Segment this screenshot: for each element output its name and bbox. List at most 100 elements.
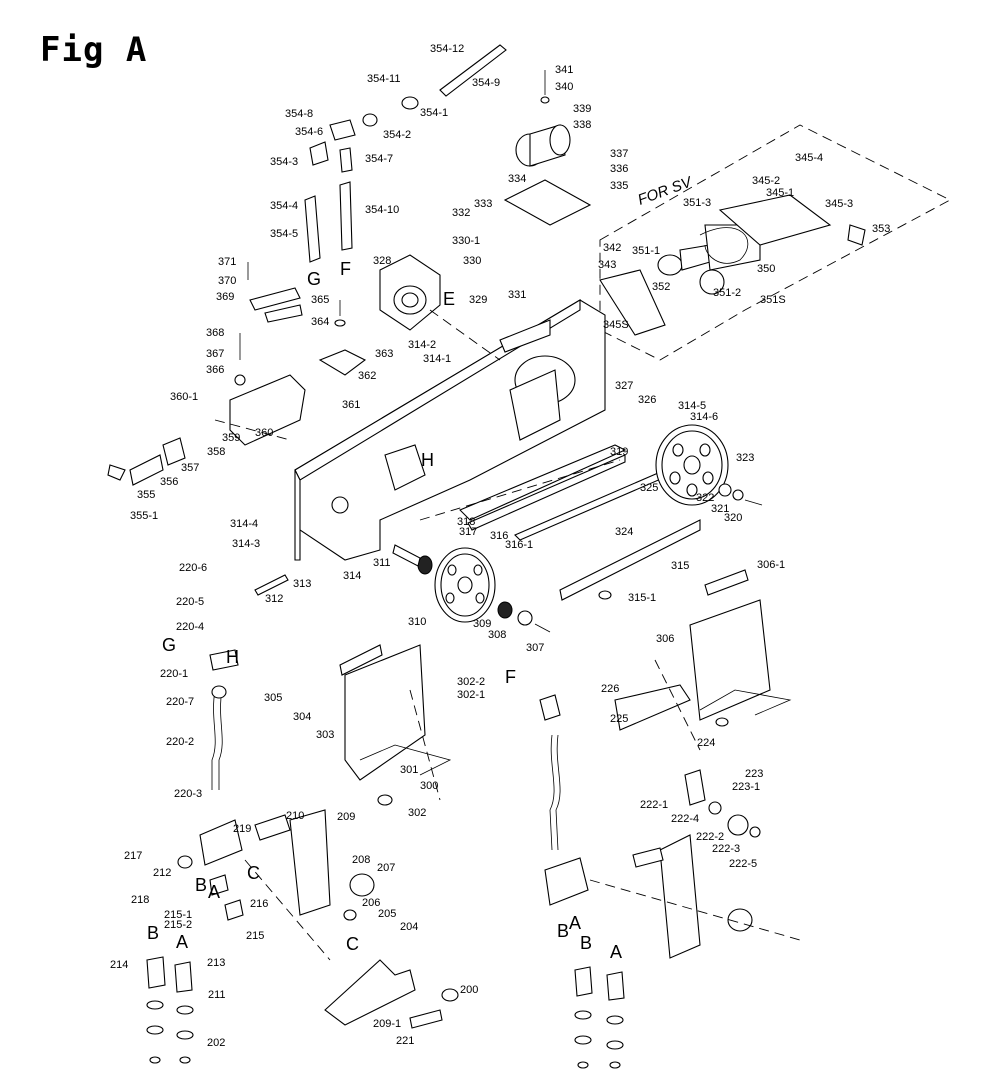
connection-letter-A-7: A (208, 882, 220, 902)
connection-letters: G F E H H G F A B C B A C B A B A (147, 259, 622, 962)
part-label-327: 327 (615, 380, 633, 392)
block-360 (229, 374, 306, 446)
part-label-306-1: 306-1 (757, 559, 785, 571)
part-label-332: 332 (452, 207, 470, 219)
part-label-351S: 351S (760, 294, 786, 306)
part-label-314-3: 314-3 (232, 538, 260, 550)
part-label-204: 204 (400, 921, 418, 933)
part-label-352: 352 (652, 281, 670, 293)
part-label-220-6: 220-6 (179, 562, 207, 574)
for-sv-boundary (599, 124, 951, 361)
part-label-354-3: 354-3 (270, 156, 298, 168)
connection-letter-G-5: G (162, 635, 176, 655)
part-label-364: 364 (311, 316, 329, 328)
part-label-308: 308 (488, 629, 506, 641)
part-label-330-1: 330-1 (452, 235, 480, 247)
part-label-331: 331 (508, 289, 526, 301)
plate-353 (847, 224, 866, 246)
part-label-221: 221 (396, 1035, 414, 1047)
part-label-345-1: 345-1 (766, 187, 794, 199)
part-label-213: 213 (207, 957, 225, 969)
part-label-306: 306 (656, 633, 674, 645)
part-label-353: 353 (872, 223, 890, 235)
part-label-218: 218 (131, 894, 149, 906)
part-label-209-1: 209-1 (373, 1018, 401, 1030)
part-label-220-5: 220-5 (176, 596, 204, 608)
part-label-320: 320 (724, 512, 742, 524)
part-label-220-1: 220-1 (160, 668, 188, 680)
part-label-216: 216 (250, 898, 268, 910)
part-label-317: 317 (459, 526, 477, 538)
bracket-345S (599, 269, 666, 336)
part-label-321: 321 (711, 503, 729, 515)
part-label-350: 350 (757, 263, 775, 275)
part-label-351-2: 351-2 (713, 287, 741, 299)
part-label-345-2: 345-2 (752, 175, 780, 187)
part-label-215: 215 (246, 930, 264, 942)
part-label-303: 303 (316, 729, 334, 741)
connection-letter-C-9: C (247, 863, 260, 883)
connection-letter-G-0: G (307, 269, 321, 289)
connection-letter-B-15: B (580, 933, 592, 953)
part-label-208: 208 (352, 854, 370, 866)
part-label-354-11: 354-11 (367, 73, 400, 85)
part-label-215-2: 215-2 (164, 919, 192, 931)
part-label-202: 202 (207, 1037, 225, 1049)
part-label-200: 200 (460, 984, 478, 996)
part-label-222-5: 222-5 (729, 858, 757, 870)
part-label-210: 210 (286, 810, 304, 822)
part-label-314-1: 314-1 (423, 353, 451, 365)
part-label-370: 370 (218, 275, 236, 287)
rail-318 (459, 444, 627, 521)
connection-letter-A-14: A (569, 913, 581, 933)
part-label-355-1: 355-1 (130, 510, 158, 522)
part-label-339: 339 (573, 103, 591, 115)
connection-letter-A-11: A (176, 932, 188, 952)
part-label-322: 322 (696, 492, 714, 504)
main-frame (294, 299, 606, 561)
part-label-314-2: 314-2 (408, 339, 436, 351)
hose-354-9 (439, 44, 507, 97)
part-label-300: 300 (420, 780, 438, 792)
part-label-354-10: 354-10 (365, 204, 399, 216)
connection-letter-B-8: B (195, 875, 207, 895)
part-label-220-2: 220-2 (166, 736, 194, 748)
connection-letter-F-6: F (505, 667, 516, 687)
part-label-357: 357 (181, 462, 199, 474)
part-label-342: 342 (603, 242, 621, 254)
part-label-214: 214 (110, 959, 128, 971)
connection-letter-H-3: H (421, 450, 434, 470)
part-label-314: 314 (343, 570, 361, 582)
part-label-338: 338 (573, 119, 591, 131)
part-label-354-8: 354-8 (285, 108, 313, 120)
part-label-226: 226 (601, 683, 619, 695)
part-labels: 354-12 354-11 354-9 354-1 354-8 354-6 35… (110, 43, 890, 1049)
part-label-369: 369 (216, 291, 234, 303)
connection-letter-B-10: B (147, 923, 159, 943)
part-label-302-2: 302-2 (457, 676, 485, 688)
block-219 (199, 819, 243, 866)
part-label-318: 318 (457, 516, 475, 528)
connection-letter-B-13: B (557, 921, 569, 941)
part-label-330: 330 (463, 255, 481, 267)
part-label-304: 304 (293, 711, 311, 723)
part-label-222-4: 222-4 (671, 813, 699, 825)
bracket-h (384, 444, 426, 491)
panel-225 (614, 684, 691, 731)
wheel-310 (434, 547, 496, 623)
part-label-328: 328 (373, 255, 391, 267)
part-label-220-4: 220-4 (176, 621, 204, 633)
part-label-212: 212 (153, 867, 171, 879)
connection-letter-C-12: C (346, 934, 359, 954)
part-label-311: 311 (373, 557, 391, 569)
part-label-329: 329 (469, 294, 487, 306)
part-label-354-6: 354-6 (295, 126, 323, 138)
part-label-368: 368 (206, 327, 224, 339)
part-label-345S: 345S (603, 319, 629, 331)
part-label-206: 206 (362, 897, 380, 909)
part-label-371: 371 (218, 256, 236, 268)
part-label-315-1: 315-1 (628, 592, 656, 604)
part-label-366: 366 (206, 364, 224, 376)
part-label-319: 319 (610, 446, 628, 458)
